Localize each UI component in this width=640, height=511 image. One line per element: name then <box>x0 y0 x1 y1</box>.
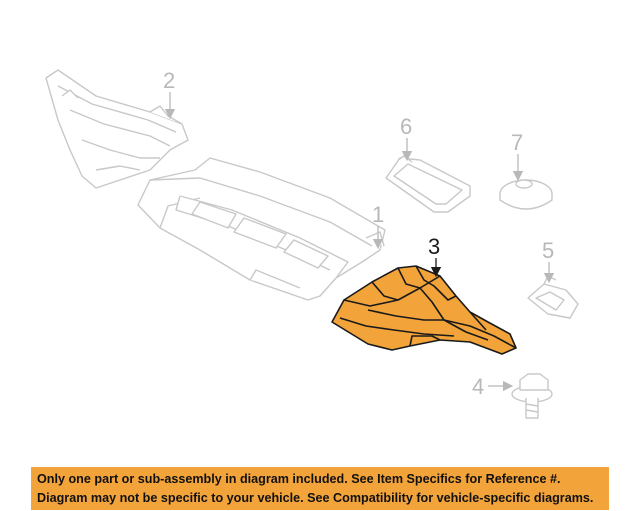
callout-arrows <box>164 92 555 392</box>
callout-number-7: 7 <box>511 130 523 155</box>
part-5-clip <box>527 275 579 319</box>
part-2-side-splash-shield <box>45 69 189 189</box>
part-1-lower-splash-shield <box>137 157 386 301</box>
callout-number-5: 5 <box>542 238 554 263</box>
part-3-highlighted-shield <box>331 265 517 355</box>
callout-number-2: 2 <box>163 68 175 93</box>
part-4-bolt <box>511 373 553 419</box>
disclaimer-line-1: Only one part or sub-assembly in diagram… <box>37 472 561 486</box>
disclaimer-line-2: Diagram may not be specific to your vehi… <box>37 491 594 505</box>
disclaimer-banner: Only one part or sub-assembly in diagram… <box>31 467 609 510</box>
callout-number-3: 3 <box>428 234 440 259</box>
callout-numbers: 1 2 3 4 5 6 7 <box>163 68 554 399</box>
callout-number-4: 4 <box>472 374 484 399</box>
part-6-cover <box>385 155 471 213</box>
callout-number-6: 6 <box>400 114 412 139</box>
callout-number-1: 1 <box>372 202 384 227</box>
part-7-grommet <box>499 179 553 210</box>
